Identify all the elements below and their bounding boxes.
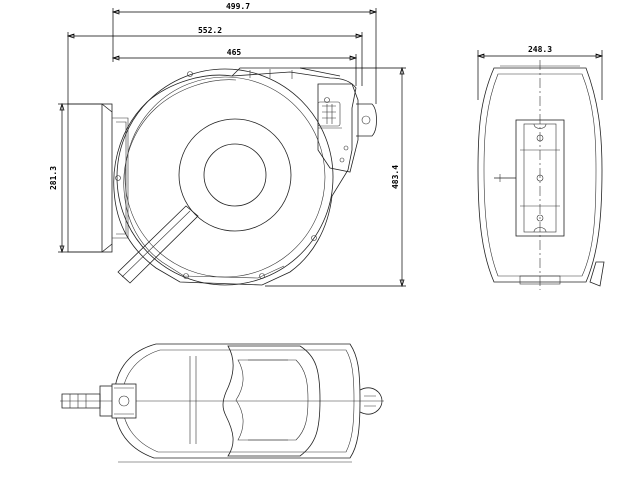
reel-housing <box>113 71 357 286</box>
dim-width-with-bracket: 552.2 <box>198 26 222 35</box>
hose-guide-unit <box>317 83 377 173</box>
front-dimensions <box>58 8 406 288</box>
guide-arm <box>117 205 199 284</box>
dim-overall-width: 499.7 <box>226 2 250 11</box>
dim-overall-height: 483.4 <box>391 165 400 189</box>
top-view <box>60 343 384 463</box>
dim-body-width: 465 <box>227 48 242 57</box>
wall-bracket <box>67 103 129 253</box>
dim-bracket-height: 281.3 <box>49 166 58 190</box>
side-view: 248.3 <box>476 45 605 290</box>
dim-side-depth: 248.3 <box>528 45 552 54</box>
front-view: 499.7 552.2 465 281.3 483.4 <box>49 2 406 288</box>
